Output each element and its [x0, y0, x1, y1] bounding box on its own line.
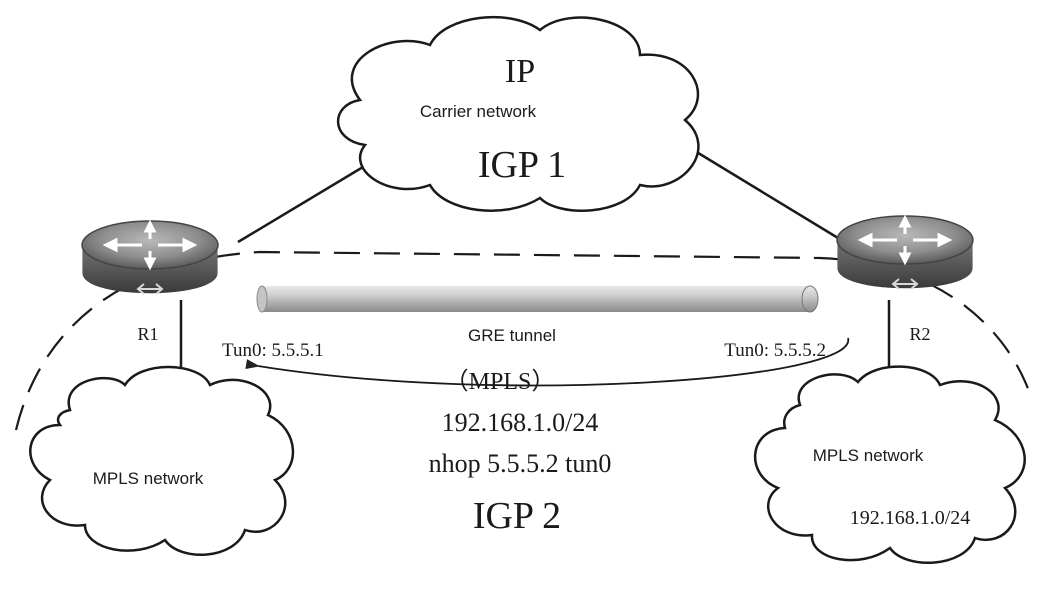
carrier-cloud-protocol: IGP 1 [478, 144, 566, 186]
right-mpls-cloud-label: MPLS network [813, 446, 924, 465]
left-mpls-cloud-label: MPLS network [93, 469, 204, 488]
link-r1-carrier [237, 156, 379, 244]
router-r2-icon [836, 214, 974, 290]
r1-tunnel-address: Tun0: 5.5.5.1 [222, 340, 324, 361]
carrier-cloud-title: IP [505, 53, 535, 90]
link-r2-carrier [689, 146, 839, 240]
route-advertisement-arrow [245, 337, 849, 387]
right-mpls-cloud-shape [753, 365, 1026, 564]
route-prefix-label: 192.168.1.0/24 [442, 408, 599, 437]
carrier-cloud-subtitle: Carrier network [420, 102, 537, 121]
igp2-label: IGP 2 [473, 495, 561, 537]
gre-tunnel-label: GRE tunnel [468, 326, 556, 345]
route-nexthop-label: nhop 5.5.5.2 tun0 [429, 449, 612, 478]
left-mpls-cloud-shape [29, 365, 295, 556]
r2-tunnel-address: Tun0: 5.5.5.2 [724, 340, 826, 361]
right-mpls-cloud-subnet: 192.168.1.0/24 [850, 507, 971, 529]
router-r2-label: R2 [909, 324, 930, 344]
carrier-cloud-shape [336, 15, 700, 212]
router-r1-icon [81, 219, 219, 295]
igp2-domain-boundary [14, 250, 1034, 431]
router-r1-label: R1 [137, 324, 158, 344]
gre-tunnel-sublabel: （MPLS） [445, 369, 556, 395]
gre-tunnel-pipe [256, 285, 819, 313]
